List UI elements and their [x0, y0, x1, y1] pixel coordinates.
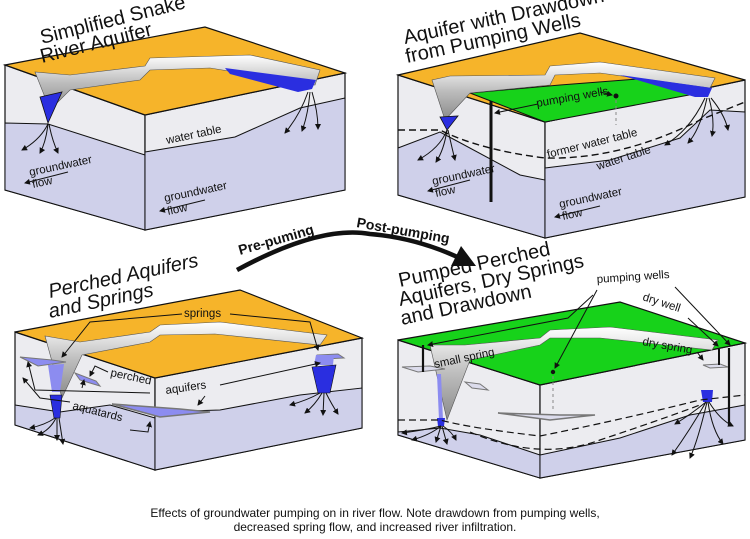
- perched-aquifer: [111, 403, 211, 418]
- springs-label: springs: [184, 308, 221, 320]
- transition-arrow: [235, 230, 477, 272]
- perched-aquifer: [463, 381, 490, 391]
- flow-arrow: [708, 401, 734, 427]
- flow-arrow: [434, 425, 442, 443]
- caption-line-2: decreased spring flow, and increased riv…: [233, 520, 517, 534]
- pointer-arrow: [26, 361, 151, 394]
- flow-arrow: [671, 401, 707, 456]
- flow-arrow: [689, 401, 708, 459]
- flow-arrow: [411, 425, 442, 442]
- flow-arrow: [325, 392, 339, 415]
- river-water-right: [311, 364, 337, 394]
- panel-drawdown-aquifer: Aquifer with Drawdown from Pumping Wells…: [395, 0, 746, 239]
- perched-aquifer: [73, 371, 102, 387]
- flow-arrow: [300, 91, 311, 132]
- saturated-zone-right: [544, 109, 746, 239]
- flow-arrow: [311, 91, 321, 130]
- pointer-arrow: [687, 317, 719, 347]
- figure-caption: Effects of groundwater pumping on in riv…: [0, 506, 750, 534]
- flow-arrow: [304, 392, 323, 414]
- spring-water: [437, 374, 443, 420]
- pointer-arrow: [129, 421, 152, 433]
- water-table-line: [469, 404, 701, 450]
- river-channel: [34, 54, 321, 111]
- pointer-arrow: [22, 377, 71, 403]
- irrigated-land: [397, 301, 748, 386]
- pointer-arrow: [79, 379, 86, 389]
- pumping-well-top: [613, 93, 619, 99]
- flow-arrow: [37, 417, 57, 436]
- flow-label: flow: [31, 175, 54, 191]
- pointer-arrow: [674, 286, 731, 346]
- river-water-left: [439, 115, 459, 131]
- flow-arrow: [708, 97, 716, 137]
- river-water-left: [39, 91, 63, 125]
- river-channel: [429, 326, 719, 422]
- pointer-arrow: [229, 313, 320, 351]
- flow-arrow: [447, 129, 457, 161]
- pointer-arrow: [89, 365, 109, 377]
- pumping-well-top: [550, 369, 556, 375]
- flow-arrow: [427, 179, 471, 193]
- aquifers-label: aquifers: [165, 379, 207, 397]
- pumping-wells-label: pumping wells: [596, 269, 670, 286]
- flow-arrow: [707, 401, 724, 445]
- flow-arrow: [58, 417, 66, 445]
- panel-pumped-perched: Pumped Perched Aquifers, Dry Springs and…: [396, 238, 748, 479]
- flow-arrow: [435, 129, 448, 163]
- pointer-arrow: [494, 103, 539, 115]
- river-water-right: [225, 68, 316, 92]
- flow-arrow: [664, 97, 706, 146]
- flow-arrow: [441, 425, 449, 445]
- flow-arrow: [320, 392, 327, 416]
- river-water-left: [437, 418, 445, 426]
- pointer-arrow: [696, 351, 704, 361]
- pointer-arrow: [554, 289, 598, 369]
- flow-arrow: [442, 425, 457, 441]
- flow-arrow: [401, 425, 442, 436]
- flow-arrow: [687, 97, 708, 144]
- flow-arrow: [24, 171, 69, 185]
- flow-arrow: [284, 91, 309, 134]
- flow-arrow: [289, 392, 321, 407]
- panel-simplified-aquifer: Simplified Snake River Aquifer water tab…: [2, 0, 348, 231]
- pointer-arrow: [61, 313, 183, 358]
- saturated-zone-left: [397, 131, 546, 239]
- former-water-table-line: [398, 394, 746, 437]
- flow-arrow: [29, 417, 56, 430]
- land-surface: [395, 32, 746, 123]
- flow-arrow: [710, 97, 730, 131]
- pointer-arrow: [197, 395, 206, 406]
- flow-arrow: [21, 123, 49, 151]
- caption-line-1: Effects of groundwater pumping on in riv…: [150, 506, 600, 520]
- flow-arrow: [554, 205, 601, 219]
- land-surface: [2, 26, 348, 116]
- perched-aquifer: [497, 412, 596, 421]
- pointer-arrow: [219, 361, 321, 386]
- flow-arrow: [674, 401, 707, 425]
- flow-arrow: [48, 123, 59, 154]
- flow-arrow: [39, 123, 49, 154]
- spring-water: [48, 364, 64, 392]
- flow-label: flow: [166, 202, 189, 218]
- flow-arrow: [417, 129, 448, 161]
- panel-perched-aquifers: Perched Aquifers and Springs springs per…: [14, 250, 365, 471]
- flow-arrow: [159, 199, 206, 213]
- post-pumping-label: Post-pumping: [355, 214, 450, 246]
- river-channel: [44, 321, 328, 399]
- river-water-right: [620, 75, 712, 97]
- pointer-arrow: [599, 90, 613, 97]
- pointer-arrow: [427, 294, 594, 347]
- saturated-zone-right: [144, 97, 346, 231]
- former-water-table-line: [398, 101, 746, 159]
